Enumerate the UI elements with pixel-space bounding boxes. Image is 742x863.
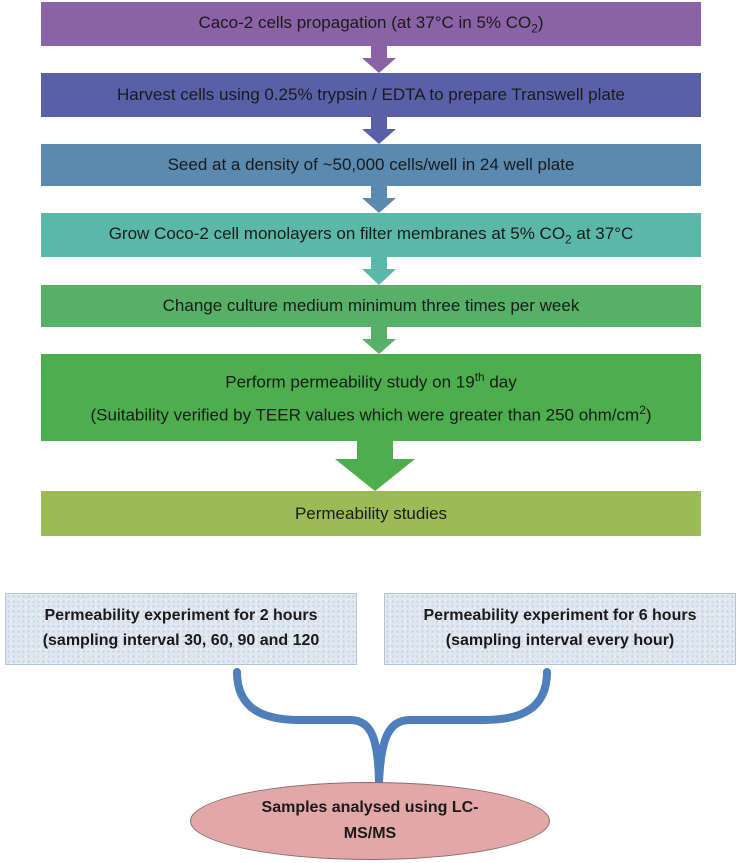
step-seed-density: Seed at a density of ~50,000 cells/well …	[41, 144, 701, 186]
result-lcms-analysis: Samples analysed using LC- MS/MS	[190, 782, 550, 860]
branch-6-hours-detail: (sampling interval every hour)	[445, 632, 675, 649]
step-cell-propagation-text: Caco-2 cells propagation (at 37°C in 5% …	[198, 12, 543, 36]
step-change-medium: Change culture medium minimum three time…	[41, 285, 701, 327]
study-day-label: Perform permeability study on 19	[225, 372, 475, 392]
step-permeability-studies: Permeability studies	[41, 491, 701, 536]
step-grow-monolayers: Grow Coco-2 cell monolayers on filter me…	[41, 213, 701, 257]
step-harvest-cells-label: Harvest cells using 0.25% trypsin / EDTA…	[116, 85, 626, 105]
co2-subscript: 2	[565, 232, 572, 247]
study-day-suffix: day	[484, 372, 517, 392]
step-permeability-study-line2: (Suitability verified by TEER values whi…	[91, 403, 652, 426]
step-harvest-cells: Harvest cells using 0.25% trypsin / EDTA…	[41, 73, 701, 117]
step-permeability-studies-label: Permeability studies	[294, 503, 448, 523]
branch-6-hours-title: Permeability experiment for 6 hours	[423, 607, 697, 625]
branch-2-hours-title: Permeability experiment for 2 hours	[44, 607, 318, 625]
result-line1: Samples analysed using LC-	[261, 799, 479, 817]
closing-paren: )	[537, 12, 544, 32]
step-cell-propagation: Caco-2 cells propagation (at 37°C in 5% …	[41, 2, 701, 46]
arrow-down-icon	[362, 257, 396, 285]
squared-superscript: 2	[639, 402, 646, 417]
arrow-down-icon	[362, 327, 396, 354]
arrow-down-icon	[362, 186, 396, 213]
arrow-down-icon	[335, 441, 415, 491]
arrow-down-icon	[362, 117, 396, 144]
step-change-medium-label: Change culture medium minimum three time…	[162, 296, 580, 316]
closing-paren: )	[645, 405, 652, 425]
step-seed-density-label: Seed at a density of ~50,000 cells/well …	[167, 155, 575, 175]
ordinal-superscript: th	[474, 369, 485, 384]
branch-2-hours-detail: (sampling interval 30, 60, 90 and 120	[42, 632, 320, 649]
co2-subscript: 2	[531, 21, 538, 36]
branch-6-hours: Permeability experiment for 6 hours (sam…	[384, 593, 736, 665]
step-permeability-study-line1: Perform permeability study on 19th day	[225, 370, 517, 393]
arrow-down-icon	[362, 46, 396, 73]
step-cell-propagation-label: Caco-2 cells propagation (at 37°C in 5% …	[198, 12, 532, 32]
teer-criteria-label: (Suitability verified by TEER values whi…	[90, 405, 640, 425]
step-grow-monolayers-text: Grow Coco-2 cell monolayers on filter me…	[109, 223, 634, 247]
step-permeability-study: Perform permeability study on 19th day (…	[41, 354, 701, 441]
branch-2-hours: Permeability experiment for 2 hours (sam…	[5, 593, 357, 665]
step-grow-monolayers-label: Grow Coco-2 cell monolayers on filter me…	[108, 223, 566, 243]
temperature-text: at 37°C	[571, 223, 634, 243]
result-line2: MS/MS	[343, 825, 397, 842]
